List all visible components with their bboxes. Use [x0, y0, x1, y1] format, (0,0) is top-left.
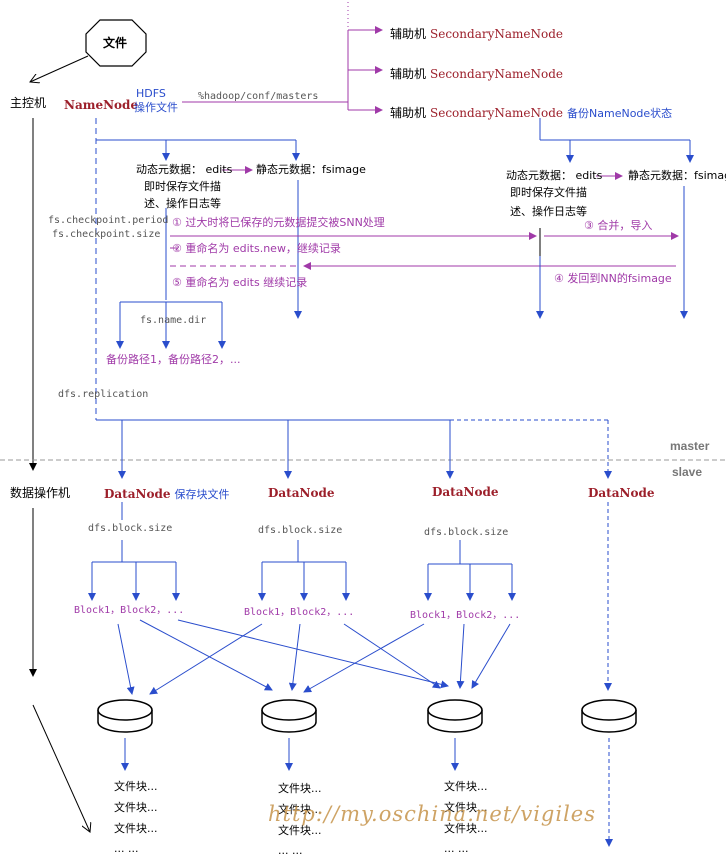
data-host-label: 数据操作机 [10, 486, 71, 500]
step-5-label: ⑤ 重命名为 edits 继续记录 [172, 276, 308, 289]
secondary-node-1: 辅助机 SecondaryNameNode [390, 27, 564, 41]
namenode-label: NameNode [64, 98, 139, 112]
file-block-3-1: 文件块... [444, 780, 488, 793]
datanode-3: DataNode [432, 485, 499, 499]
blocks-1: Block1，Block2，... [74, 605, 185, 616]
file-block-3-2: 文件块... [444, 801, 488, 814]
step-2-label: ② 重命名为 edits.new，继续记录 [172, 242, 341, 255]
datanode-2: DataNode [268, 486, 335, 500]
replication-param: dfs.replication [58, 389, 149, 400]
zone-slave-label: slave [672, 465, 703, 479]
snn-dynamic-line-1: 动态元数据： edits [506, 169, 603, 182]
file-block-2-4: ... ... [278, 844, 303, 857]
snn-dynamic-line-3: 述、操作日志等 [510, 205, 587, 218]
step-1-label: ① 过大时将已保存的元数据提交被SNN处理 [172, 216, 385, 229]
datanode-4: DataNode [588, 486, 655, 500]
file-block-3-3: 文件块... [444, 822, 488, 835]
nn-static-label: 静态元数据：fsimage [256, 163, 366, 176]
blocks-3: Block1，Block2，... [410, 610, 521, 621]
block-size-param-3: dfs.block.size [424, 527, 509, 538]
disk-1 [97, 699, 153, 733]
file-block-1-2: 文件块... [114, 801, 158, 814]
secondary-node-2: 辅助机 SecondaryNameNode [390, 67, 564, 81]
checkpoint-period-param: fs.checkpoint.period [48, 215, 169, 226]
step-4-label: ④ 发回到NN的fsimage [554, 272, 672, 285]
disk-3 [427, 699, 483, 733]
watermark-url: http://my.oschina.net/vigiles [268, 802, 597, 826]
file-block-2-2: 文件块... [278, 803, 322, 816]
op-file-label: 操作文件 [134, 101, 178, 114]
disk-2 [261, 699, 317, 733]
file-block-2-1: 文件块... [278, 782, 322, 795]
file-label: 文件 [103, 36, 128, 50]
disk-4 [581, 699, 637, 733]
file-octagon [85, 19, 147, 67]
master-host-label: 主控机 [10, 96, 47, 110]
blocks-2: Block1，Block2，... [244, 607, 355, 618]
backup-paths: 备份路径1，备份路径2，... [106, 353, 241, 366]
file-block-2-3: 文件块... [278, 824, 322, 837]
masters-path: %hadoop/conf/masters [198, 91, 319, 102]
nn-dynamic-line-1: 动态元数据： edits [136, 163, 233, 176]
secondary-node-3: 辅助机 SecondaryNameNode 备份NameNode状态 [390, 106, 673, 120]
file-block-1-3: 文件块... [114, 822, 158, 835]
file-block-3-4: ... ... [444, 842, 469, 855]
block-size-param-1: dfs.block.size [88, 523, 173, 534]
zone-master-label: master [670, 439, 710, 453]
datanode-1: DataNode 保存块文件 [104, 487, 230, 501]
file-block-1-4: ... ... [114, 842, 139, 855]
nn-dynamic-line-3: 述、操作日志等 [144, 197, 221, 210]
step-3-label: ③ 合并，导入 [584, 219, 653, 232]
snn-static-label: 静态元数据：fsimage [628, 169, 726, 182]
snn-dynamic-line-2: 即时保存文件描 [510, 186, 587, 199]
block-size-param-2: dfs.block.size [258, 525, 343, 536]
nn-dynamic-line-2: 即时保存文件描 [144, 180, 221, 193]
hdfs-label: HDFS [136, 87, 166, 100]
name-dir-param: fs.name.dir [140, 315, 207, 326]
checkpoint-size-param: fs.checkpoint.size [52, 229, 161, 240]
file-block-1-1: 文件块... [114, 780, 158, 793]
